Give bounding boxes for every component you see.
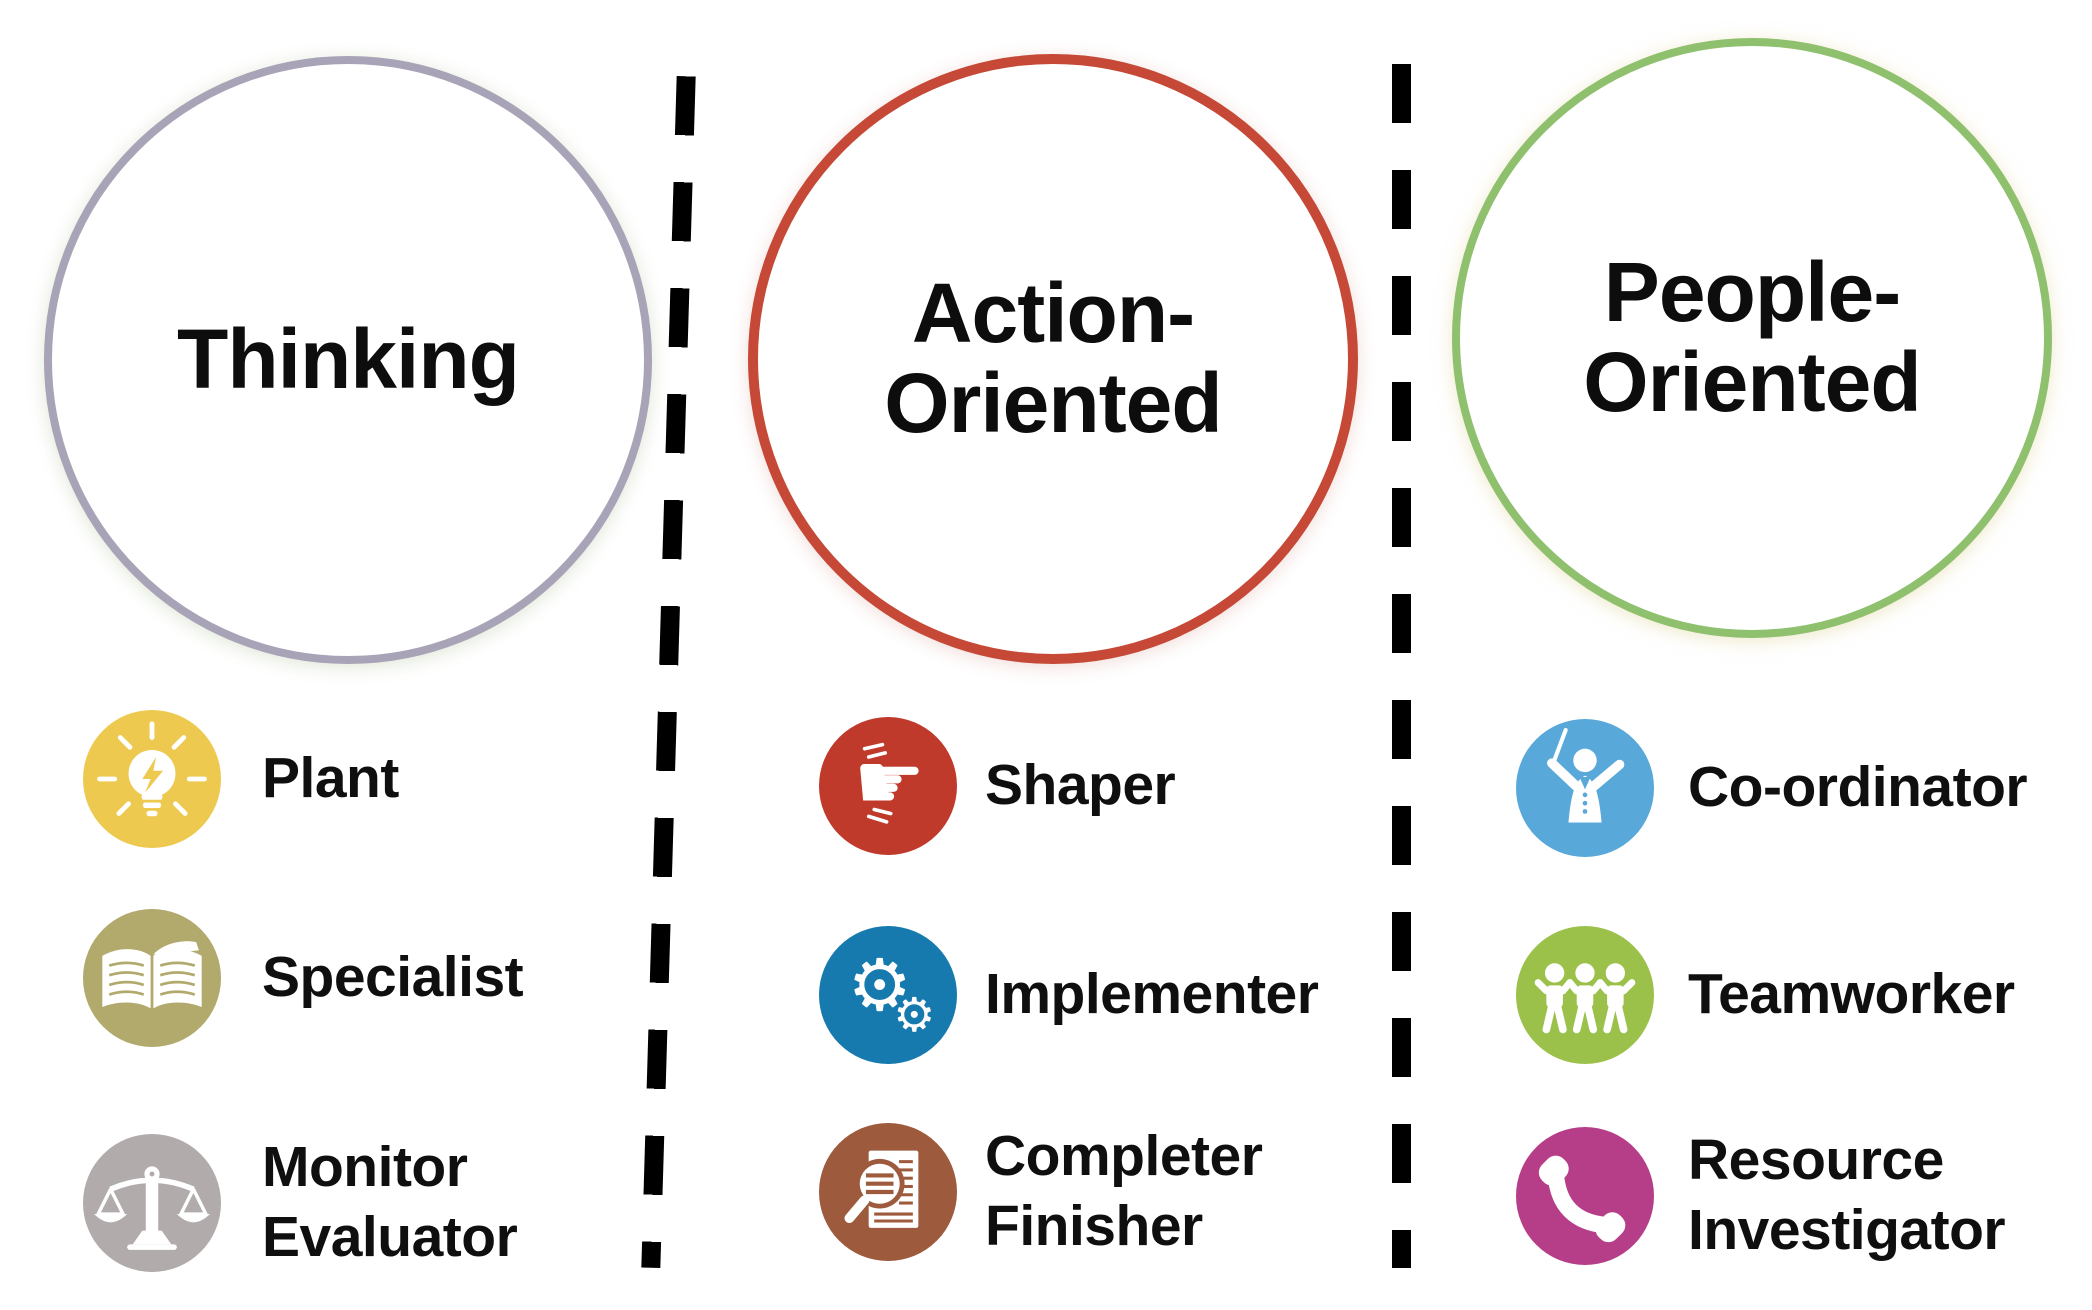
role-label-co-ordinator: Co-ordinator: [1688, 755, 2028, 820]
conductor-icon: [1516, 719, 1654, 857]
people-oriented-category-circle: [1448, 34, 2056, 642]
role-label-resource-investigator: Resource Investigator: [1688, 1128, 2006, 1262]
pointing-hand-icon: ☛: [819, 717, 957, 855]
document-magnifier-icon: [819, 1123, 957, 1261]
action-oriented-circle-outline: [748, 54, 1358, 664]
divider-action-people: [1392, 64, 1411, 1268]
lightbulb-icon: [83, 710, 221, 848]
svg-text:⚙: ⚙: [893, 988, 935, 1043]
gears-icon: ⚙ ⚙: [819, 926, 957, 1064]
role-label-specialist: Specialist: [262, 945, 524, 1010]
people-oriented-circle-outline: [1452, 38, 2052, 638]
thinking-title: Thinking: [177, 312, 520, 407]
role-label-teamworker: Teamworker: [1688, 962, 2015, 1027]
telephone-icon: [1516, 1127, 1654, 1265]
svg-text:⚙: ⚙: [848, 943, 912, 1027]
open-book-icon: [83, 909, 221, 1047]
scales-icon: [83, 1134, 221, 1272]
action-oriented-title: Action-Oriented: [884, 266, 1222, 450]
thinking-category-circle: [40, 52, 656, 668]
role-label-implementer: Implementer: [985, 962, 1319, 1027]
role-label-completer-finisher: Completer Finisher: [985, 1124, 1263, 1258]
role-label-plant: Plant: [262, 746, 399, 811]
role-label-shaper: Shaper: [985, 753, 1176, 818]
thinking-circle-outline: [44, 56, 652, 664]
people-holding-hands-icon: [1516, 926, 1654, 1064]
action-oriented-category-circle: [744, 50, 1362, 668]
role-label-monitor-evaluator: Monitor Evaluator: [262, 1135, 518, 1269]
people-oriented-title: People-Oriented: [1583, 245, 1921, 429]
